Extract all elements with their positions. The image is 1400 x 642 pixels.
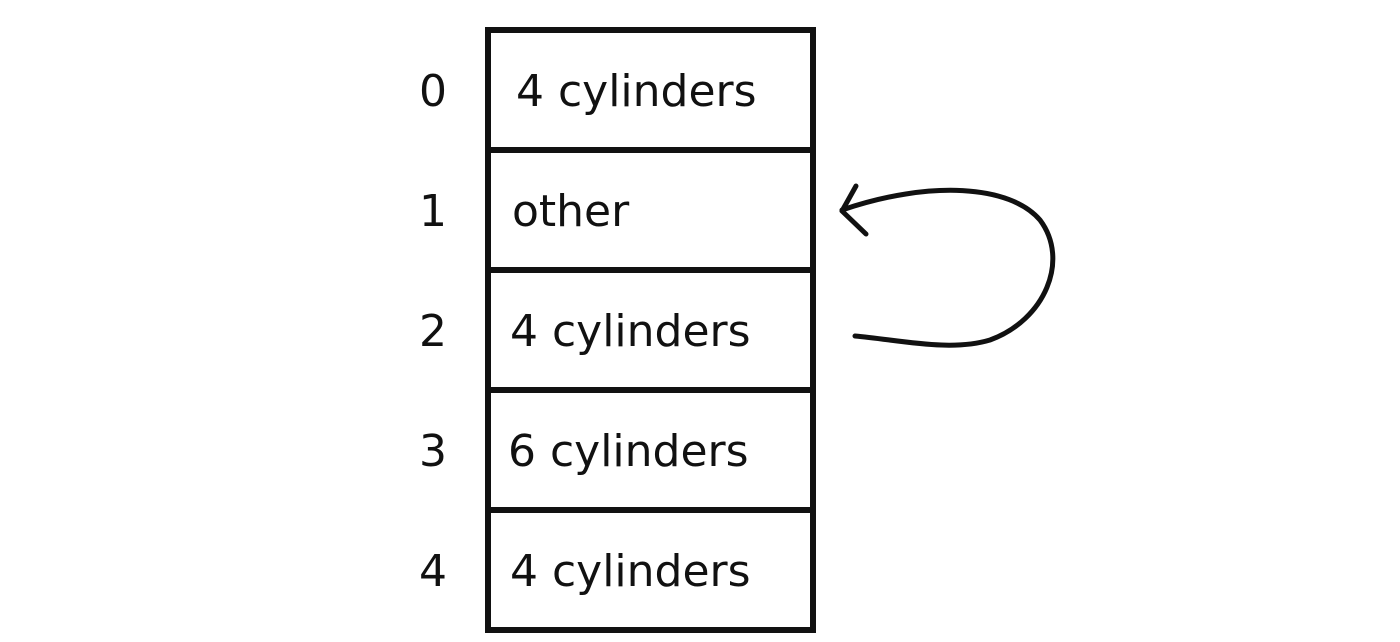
cell-value-1: other (512, 186, 630, 237)
array-cell-0 (485, 27, 816, 153)
array-row-1: 1 other (419, 147, 816, 273)
curved-arrow (839, 183, 1056, 348)
array-row-2: 2 4 cylinders (419, 267, 816, 393)
array-row-3: 3 6 cylinders (419, 387, 816, 513)
index-label-1: 1 (419, 186, 447, 237)
arrow-head-icon (839, 183, 869, 237)
cell-value-2: 4 cylinders (510, 306, 751, 357)
array-column: 0 4 cylinders 1 other 2 4 cylinders 3 6 … (419, 27, 816, 633)
index-label-4: 4 (419, 546, 447, 597)
arrow-curve (839, 187, 1056, 348)
cell-value-3: 6 cylinders (508, 426, 749, 477)
index-label-3: 3 (419, 426, 447, 477)
array-cell-3 (485, 387, 816, 513)
index-label-0: 0 (419, 66, 447, 117)
cell-value-4: 4 cylinders (510, 546, 751, 597)
cell-value-0: 4 cylinders (516, 66, 757, 117)
array-row-4: 4 4 cylinders (419, 507, 816, 633)
array-row-0: 0 4 cylinders (419, 27, 816, 153)
array-cell-4 (485, 507, 816, 633)
index-label-2: 2 (419, 306, 447, 357)
